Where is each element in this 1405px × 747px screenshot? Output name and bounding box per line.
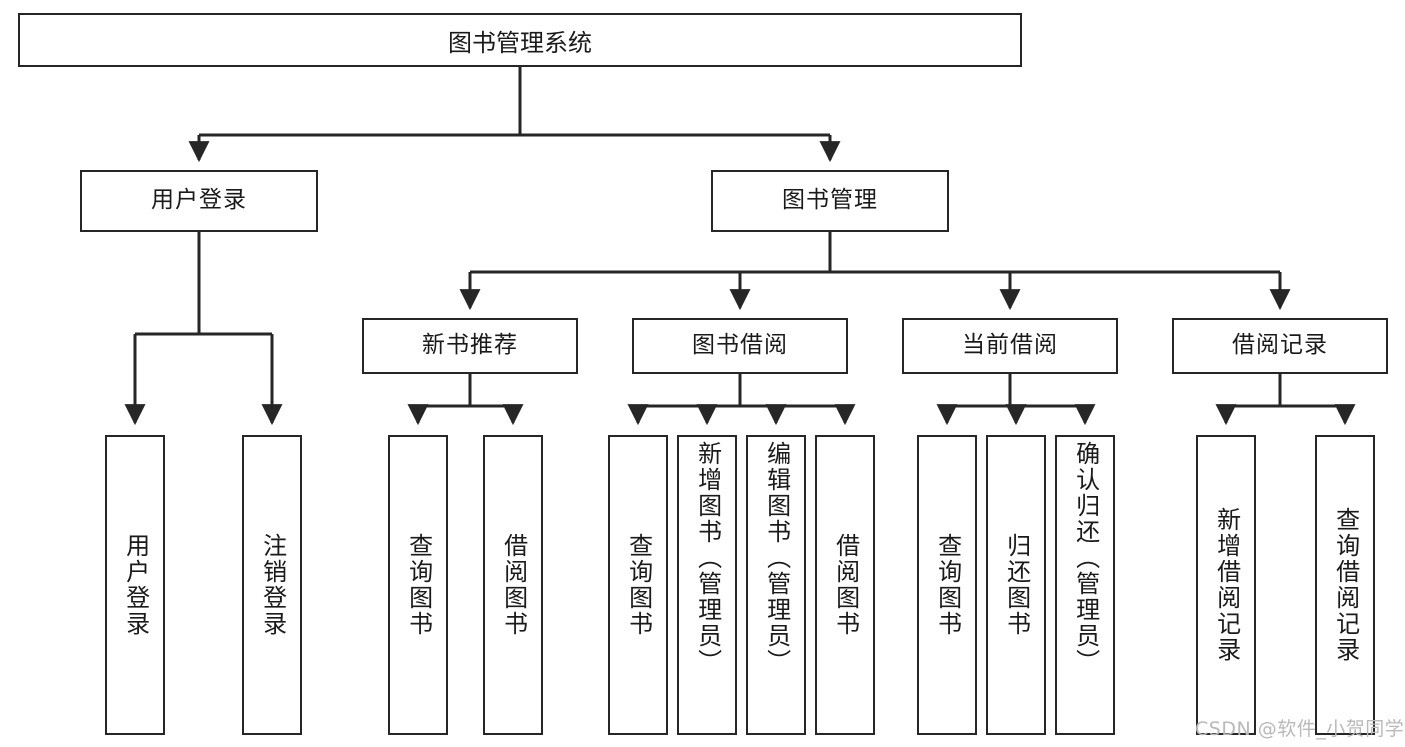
leaf-label: 编辑图书（管理员） — [762, 441, 791, 675]
node-book-borrow[interactable]: 图书借阅 — [632, 318, 848, 374]
leaf-label: 新增借阅记录 — [1212, 507, 1241, 663]
leaf-current-confirm-return-admin[interactable]: 确认归还（管理员） — [1055, 435, 1115, 735]
leaf-recommend-borrow-book[interactable]: 借阅图书 — [483, 435, 543, 735]
leaf-record-add-borrow-record[interactable]: 新增借阅记录 — [1196, 435, 1256, 735]
node-borrow-record[interactable]: 借阅记录 — [1172, 318, 1388, 374]
node-user-login[interactable]: 用户登录 — [80, 170, 318, 232]
leaf-borrow-query-book[interactable]: 查询图书 — [608, 435, 668, 735]
node-label: 借阅记录 — [1232, 332, 1328, 359]
node-label: 图书借阅 — [692, 332, 788, 359]
leaf-label: 确认归还（管理员） — [1071, 441, 1100, 675]
leaf-recommend-query-book[interactable]: 查询图书 — [388, 435, 448, 735]
leaf-label: 查询图书 — [624, 533, 653, 637]
leaf-label: 查询图书 — [404, 533, 433, 637]
leaf-current-return-book[interactable]: 归还图书 — [986, 435, 1046, 735]
leaf-user-logout[interactable]: 注销登录 — [242, 435, 302, 735]
node-root-system[interactable]: 图书管理系统 — [18, 13, 1022, 67]
leaf-label: 用户登录 — [121, 533, 150, 637]
node-label: 当前借阅 — [962, 332, 1058, 359]
leaf-record-query-borrow-record[interactable]: 查询借阅记录 — [1315, 435, 1375, 735]
leaf-label: 借阅图书 — [831, 533, 860, 637]
leaf-label: 查询借阅记录 — [1331, 507, 1360, 663]
leaf-label: 新增图书（管理员） — [693, 441, 722, 675]
node-book-management[interactable]: 图书管理 — [711, 170, 949, 232]
node-new-book-recommend[interactable]: 新书推荐 — [362, 318, 578, 374]
watermark-text: CSDN @软件_小贺同学 — [1195, 718, 1405, 740]
leaf-label: 查询图书 — [933, 533, 962, 637]
leaf-borrow-edit-book-admin[interactable]: 编辑图书（管理员） — [746, 435, 806, 735]
node-label: 用户登录 — [151, 187, 247, 214]
leaf-user-login[interactable]: 用户登录 — [105, 435, 165, 735]
node-label: 图书管理 — [782, 187, 878, 214]
node-current-borrow[interactable]: 当前借阅 — [902, 318, 1118, 374]
leaf-borrow-add-book-admin[interactable]: 新增图书（管理员） — [677, 435, 737, 735]
leaf-label: 注销登录 — [258, 533, 287, 637]
leaf-borrow-borrow-book[interactable]: 借阅图书 — [815, 435, 875, 735]
leaf-label: 归还图书 — [1002, 533, 1031, 637]
node-label: 新书推荐 — [422, 332, 518, 359]
leaf-current-query-book[interactable]: 查询图书 — [917, 435, 977, 735]
leaf-label: 借阅图书 — [499, 533, 528, 637]
node-label: 图书管理系统 — [448, 28, 592, 57]
